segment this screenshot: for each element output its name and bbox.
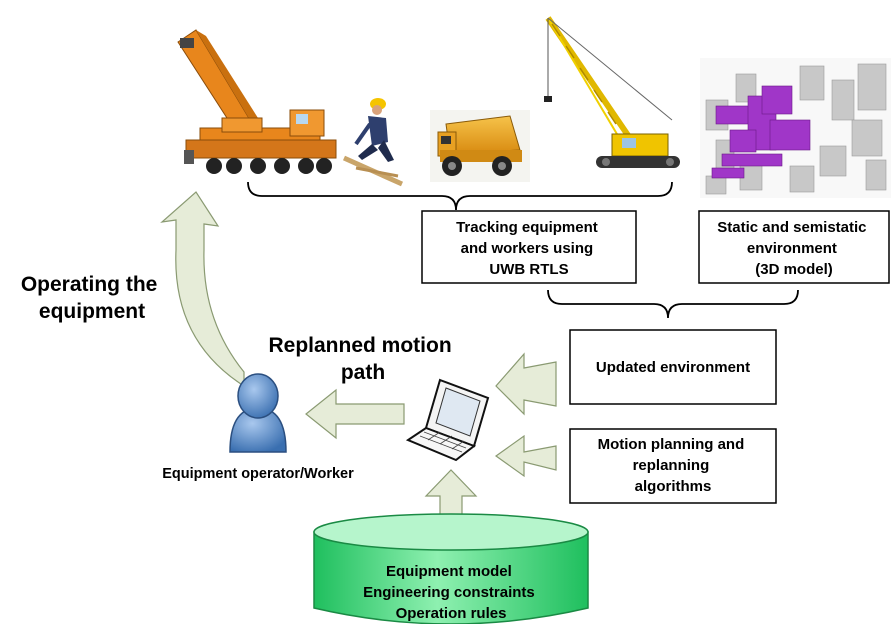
- static-env-label-line-1: Static and semistatic: [717, 219, 866, 236]
- arrow-motion-planning-to-laptop: [494, 434, 557, 478]
- worker-image: [342, 98, 404, 187]
- operator-label: Equipment operator/Worker: [162, 466, 354, 482]
- replanned-path-label: Replanned motion path: [268, 334, 457, 384]
- static-environment-box: Static and semistatic environment (3D mo…: [698, 210, 890, 284]
- updated-env-label: Updated environment: [596, 359, 750, 376]
- motion-planning-label-line-1: Motion planning and: [598, 436, 745, 453]
- database-label-line-2: Engineering constraints: [363, 584, 535, 601]
- replanned-label-line-1: Replanned motion: [268, 334, 451, 357]
- operating-label-line-2: equipment: [39, 300, 145, 323]
- database-icon: Equipment model Engineering constraints …: [313, 513, 589, 624]
- motion-planning-label-line-3: algorithms: [635, 478, 712, 495]
- database-label-line-1: Equipment model: [386, 563, 512, 580]
- mobile-crane-image: [177, 29, 337, 174]
- arrow-laptop-to-operator: [305, 388, 405, 440]
- operating-equipment-label: Operating the equipment: [21, 273, 163, 323]
- city-3d-model-image: [700, 58, 891, 198]
- tracking-label-line-1: Tracking equipment: [456, 219, 598, 236]
- operating-label-line-1: Operating the: [21, 273, 158, 296]
- arrow-updated-env-to-laptop: [495, 352, 557, 416]
- motion-planning-label-line-2: replanning: [633, 457, 710, 474]
- crawler-crane-image: [544, 16, 680, 168]
- svg-text:Static and semistatic en: Static and semistatic environment (3D mo…: [717, 219, 870, 278]
- tracking-label-line-3: UWB RTLS: [489, 261, 568, 278]
- tracking-box: Tracking equipment and workers using UWB…: [421, 210, 637, 284]
- database-label-line-3: Operation rules: [396, 605, 507, 622]
- boxes-bracket: [547, 289, 799, 319]
- updated-environment-box: Updated environment: [569, 329, 777, 405]
- static-env-label-line-2: environment: [747, 240, 837, 257]
- arrow-operator-to-equipment: [160, 191, 245, 388]
- dump-truck-image: [430, 110, 530, 182]
- static-env-label-line-3: (3D model): [755, 261, 833, 278]
- laptop-icon: [405, 378, 490, 462]
- svg-text:Motion planning and repl: Motion planning and replanning algorithm…: [598, 436, 749, 495]
- motion-planning-box: Motion planning and replanning algorithm…: [569, 428, 777, 504]
- svg-text:Updated environment: Updated environment: [596, 359, 750, 376]
- tracking-label-line-2: and workers using: [461, 240, 594, 257]
- svg-text:Tracking equipment and w: Tracking equipment and workers using UWB…: [456, 219, 602, 278]
- svg-text:Equipment model Engineer: Equipment model Engineering constraints …: [363, 563, 539, 622]
- user-icon: [229, 373, 287, 453]
- replanned-label-line-2: path: [341, 361, 385, 384]
- images-bracket: [247, 181, 673, 211]
